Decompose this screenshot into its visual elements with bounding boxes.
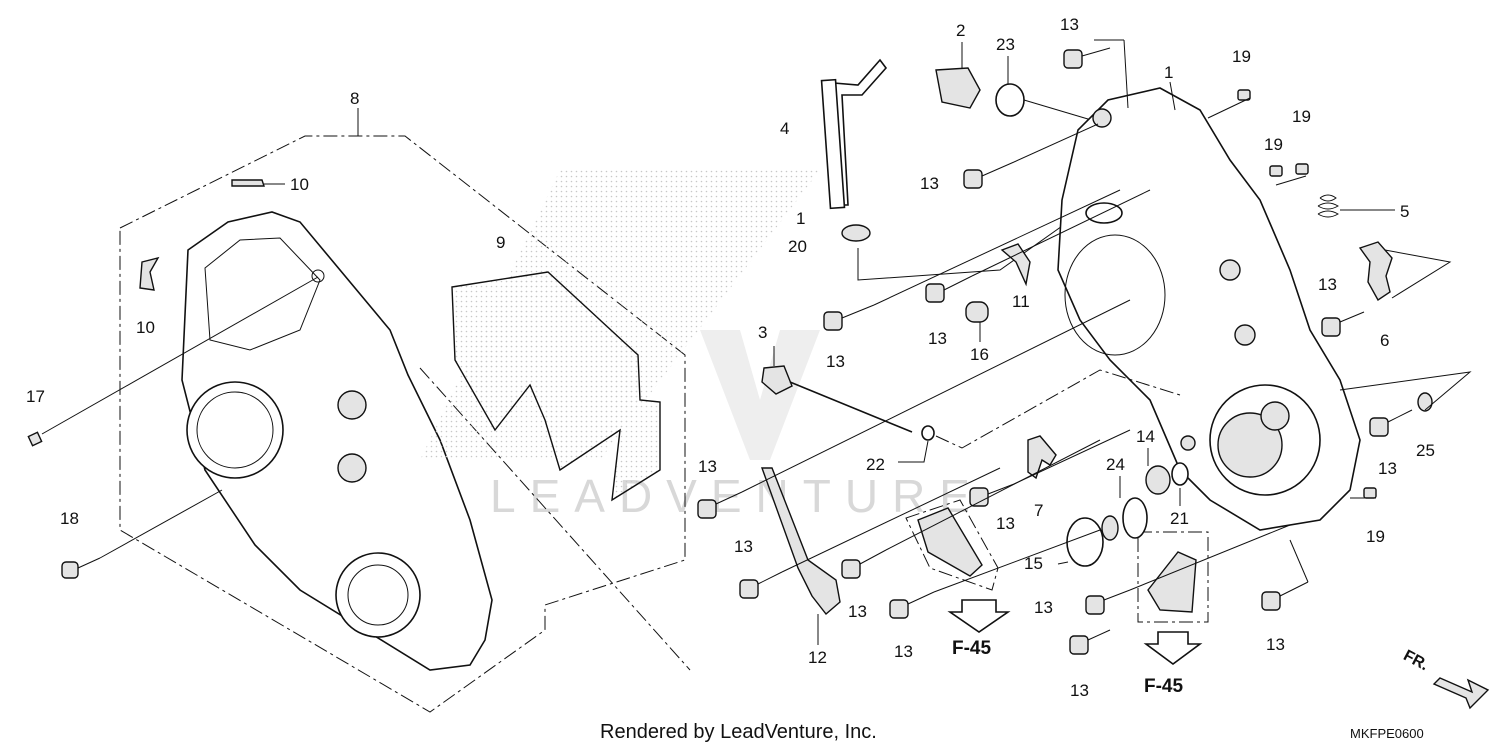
- leader-25-bracket: [1339, 371, 1472, 411]
- ref-arrow-right: [1143, 631, 1203, 665]
- callout-3: 3: [758, 323, 767, 342]
- dowel-pin-19b: [1269, 165, 1283, 177]
- callout-5: 5: [1400, 202, 1409, 221]
- callout-10-bottom: 10: [136, 318, 155, 337]
- bracket-12-part: [761, 467, 841, 616]
- collar-16-part: [965, 301, 989, 323]
- clamp-part: [1358, 241, 1393, 302]
- front-arrow-icon: [1432, 677, 1490, 710]
- leader-lines: [741, 39, 1376, 593]
- callout-21: 21: [1170, 509, 1189, 528]
- cover-assembly-outline: [119, 135, 686, 713]
- spring-part: [1317, 194, 1339, 218]
- callout-17: 17: [26, 387, 45, 406]
- callout-13-c: 13: [826, 352, 845, 371]
- rendered-by-text: Rendered by LeadVenture, Inc.: [600, 721, 877, 743]
- insulator-plate-part: [420, 170, 820, 502]
- callout-2: 2: [956, 21, 965, 40]
- callout-16: 16: [970, 345, 989, 364]
- leader-6-bracket: [1384, 249, 1452, 299]
- bracket-left-box: [905, 499, 999, 591]
- callout-13-m: 13: [1070, 681, 1089, 700]
- callout-4: 4: [780, 119, 789, 138]
- callout-13-i: 13: [734, 537, 753, 556]
- bracket-right-part: [1147, 551, 1197, 613]
- callout-25: 25: [1416, 441, 1435, 460]
- washer-14-part: [1145, 465, 1171, 495]
- o-ring-21-part: [1171, 462, 1189, 486]
- cover-guide-line: [419, 367, 691, 671]
- dowel-pin-19a: [1237, 89, 1251, 101]
- filler-cap-part: [935, 67, 981, 109]
- leader-23b: [1023, 99, 1099, 123]
- callout-22: 22: [866, 455, 885, 474]
- callout-1-top: 1: [1164, 63, 1173, 82]
- leader-22: [898, 440, 929, 463]
- crankcase-cover-part: [1057, 87, 1361, 531]
- diagram-code: MKFPE0600: [1350, 726, 1424, 741]
- callout-18: 18: [60, 509, 79, 528]
- callout-13-a: 13: [1060, 15, 1079, 34]
- front-label: FR.: [1400, 647, 1431, 674]
- callout-24: 24: [1106, 455, 1125, 474]
- watermark: LEADVENTURE: [490, 330, 984, 522]
- front-direction-indicator: FR.: [1400, 647, 1490, 710]
- bracket-11-part: [1000, 243, 1031, 287]
- bolt-17-part: [27, 276, 319, 447]
- bracket-7-part: [1027, 435, 1057, 480]
- callout-9: 9: [496, 233, 505, 252]
- o-ring-24-part: [1122, 497, 1148, 539]
- callout-13-g: 13: [698, 457, 717, 476]
- callout-13-k: 13: [894, 642, 913, 661]
- callout-19-a: 19: [1232, 47, 1251, 66]
- seal-part: [841, 224, 871, 242]
- callout-13-h: 13: [996, 514, 1015, 533]
- bolt-18-part: [61, 489, 223, 579]
- callout-1-left: 1: [796, 209, 805, 228]
- callout-13-f: 13: [1378, 459, 1397, 478]
- callout-13-l: 13: [1034, 598, 1053, 617]
- ref-arrow-left: [947, 599, 1011, 633]
- dipstick-part: [761, 346, 913, 433]
- shaft-part: [820, 58, 888, 210]
- outer-cover-part: [181, 211, 493, 671]
- callout-labels: 1 1 2 3 4 5 6 7 8 9 10 10 11 12 13 13 13…: [26, 15, 1435, 700]
- callout-13-n: 13: [1266, 635, 1285, 654]
- bolt-13-group: [697, 47, 1413, 655]
- callout-15: 15: [1024, 554, 1043, 573]
- callout-14: 14: [1136, 427, 1155, 446]
- dowel-pin-19d: [1363, 487, 1377, 499]
- reference-left[interactable]: F-45: [952, 638, 992, 659]
- reference-right[interactable]: F-45: [1144, 676, 1184, 697]
- clip-part-side: [139, 256, 160, 291]
- bracket-right-box: [1137, 531, 1209, 623]
- callout-19-c: 19: [1292, 107, 1311, 126]
- o-ring-22-part: [921, 425, 935, 441]
- callout-13-b: 13: [920, 174, 939, 193]
- callout-10-top: 10: [290, 175, 309, 194]
- leader-1-top: [1169, 81, 1176, 111]
- callout-7: 7: [1034, 501, 1043, 520]
- dipstick-guide-line: [935, 369, 1181, 449]
- callout-12: 12: [808, 648, 827, 667]
- callout-19-b: 19: [1264, 135, 1283, 154]
- clip-part-top: [231, 179, 265, 187]
- callout-8: 8: [350, 89, 359, 108]
- callout-13-d: 13: [928, 329, 947, 348]
- washer-25-part: [1417, 392, 1433, 412]
- o-ring-23-part: [995, 83, 1025, 117]
- callout-11: 11: [1012, 292, 1030, 311]
- callout-23: 23: [996, 35, 1015, 54]
- drain-plug-part: [1057, 515, 1119, 567]
- callout-6: 6: [1380, 331, 1389, 350]
- callout-20: 20: [788, 237, 807, 256]
- callout-13-j: 13: [848, 602, 867, 621]
- dowel-pin-19c: [1295, 163, 1309, 175]
- callout-13-e: 13: [1318, 275, 1337, 294]
- callout-19-d: 19: [1366, 527, 1385, 546]
- watermark-text: LEADVENTURE: [490, 470, 984, 522]
